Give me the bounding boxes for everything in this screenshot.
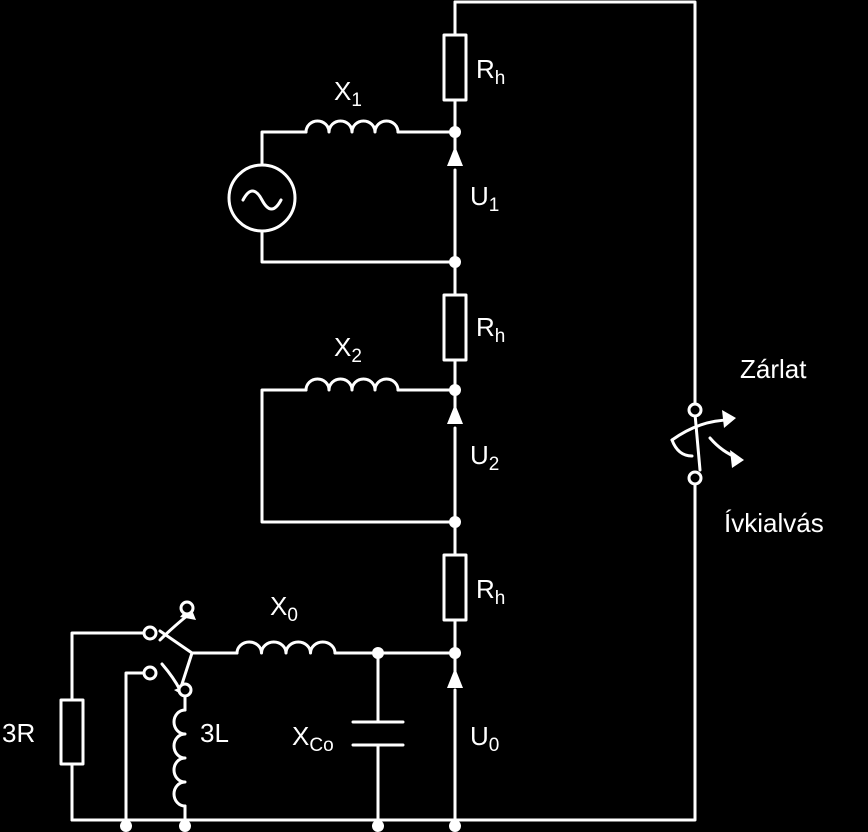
- negative-sequence-loop: [260, 377, 457, 524]
- inductor-x2: [304, 377, 400, 392]
- inductor-x1: [304, 119, 400, 134]
- switch-contact-3l: [177, 682, 193, 698]
- label-xco: XCo: [292, 721, 334, 756]
- switch-contact-3r: [142, 625, 158, 641]
- inductor-x0: [235, 640, 337, 655]
- main-wiring: [70, 0, 697, 822]
- switch-contact-top: [179, 600, 195, 616]
- resistor-top: [442, 33, 468, 102]
- label-r-top: Rh: [476, 54, 505, 89]
- label-3l: 3L: [200, 718, 229, 748]
- switch-contact-ground: [142, 665, 158, 681]
- label-arc-extinction: Ívkialvás: [724, 508, 824, 538]
- resistor-bot: [442, 553, 468, 622]
- label-u0: U0: [470, 721, 499, 756]
- zero-sequence-branch: [59, 631, 457, 822]
- positive-sequence-loop: [227, 119, 457, 264]
- resistor-3r: [59, 698, 85, 766]
- label-3r: 3R: [2, 718, 35, 748]
- resistor-mid: [442, 293, 468, 362]
- selector-switch: [142, 600, 196, 698]
- arrow-icon: [447, 146, 463, 166]
- label-u2: U2: [470, 440, 499, 475]
- label-u1: U1: [470, 181, 499, 216]
- label-fault: Zárlat: [740, 354, 807, 384]
- capacitor-icon: [351, 720, 405, 747]
- fault-contact-top: [687, 402, 703, 418]
- label-x2: X2: [334, 332, 362, 367]
- label-x0: X0: [270, 591, 298, 626]
- label-r-bot: Rh: [476, 574, 505, 609]
- label-x1: X1: [334, 76, 362, 111]
- voltage-arrows: [447, 146, 463, 772]
- inductor-3l: [172, 708, 187, 808]
- fault-contact-bottom: [687, 470, 703, 486]
- junction-dots: [120, 126, 461, 832]
- label-r-mid: Rh: [476, 312, 505, 347]
- fault-switch: [670, 402, 744, 486]
